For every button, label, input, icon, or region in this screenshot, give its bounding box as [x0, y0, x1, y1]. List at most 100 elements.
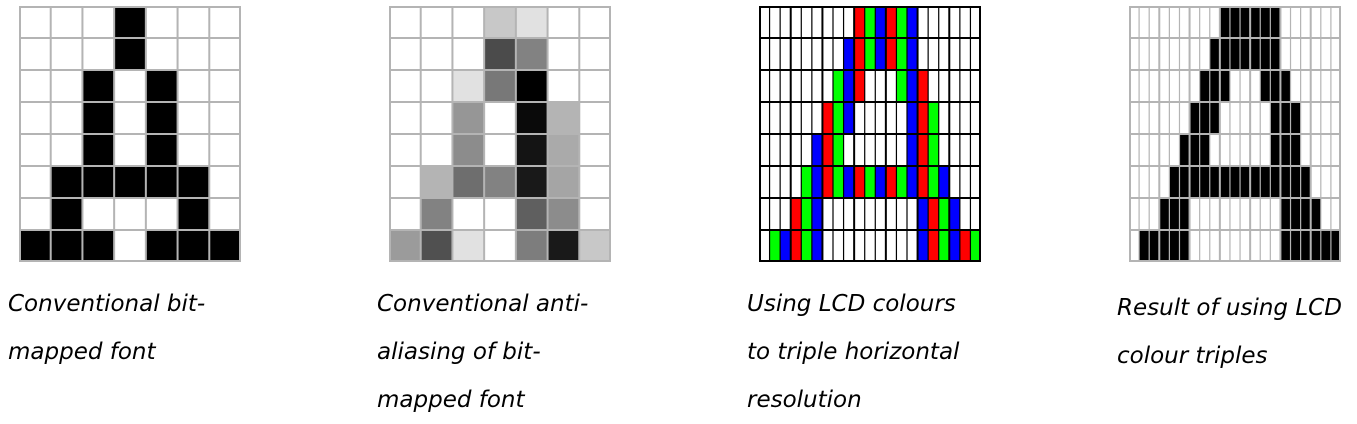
pixel-shade [452, 70, 485, 102]
pixel-on [209, 230, 241, 262]
pixel-shade [547, 102, 580, 134]
subpixel-r [885, 166, 897, 198]
subpixel-r [790, 198, 802, 230]
lcd-subpixel-grid [759, 6, 981, 262]
subpixel-b [843, 70, 855, 102]
pixel-on [177, 166, 210, 198]
subpixel-on [1300, 198, 1311, 230]
pixel-on [82, 70, 115, 102]
subpixel-on [1270, 102, 1281, 134]
pixel-on [177, 230, 210, 262]
subpixel-on [1300, 230, 1311, 262]
pixel-shade [452, 166, 485, 198]
subpixel-r [822, 134, 833, 166]
pixel-shade [579, 230, 611, 262]
subpixel-on [1169, 166, 1180, 198]
subpixel-g [896, 166, 907, 198]
subpixel-on [1209, 166, 1220, 198]
subpixel-on [1260, 166, 1271, 198]
caption-line: mapped font [377, 387, 525, 413]
caption-line: Conventional bit- [8, 291, 206, 317]
subpixel-g [938, 198, 950, 230]
subpixel-on [1209, 102, 1220, 134]
pixel-shade [389, 230, 421, 262]
caption-line: Conventional anti- [377, 291, 589, 317]
subpixel-on [1229, 166, 1241, 198]
subpixel-b [907, 70, 918, 102]
subpixel-g [896, 38, 907, 70]
subpixel-b [917, 230, 929, 262]
subpixel-r [854, 38, 865, 70]
subpixel-g [801, 166, 812, 198]
caption-line: resolution [747, 387, 862, 413]
subpixel-r [917, 166, 929, 198]
pixel-shade [515, 102, 548, 134]
subpixel-on [1260, 70, 1271, 102]
subpixel-g [928, 102, 939, 134]
subpixel-g [928, 166, 939, 198]
subpixel-on [1229, 6, 1241, 38]
subpixel-on [1330, 230, 1341, 262]
pixel-shade [452, 230, 485, 262]
subpixel-on [1280, 198, 1291, 230]
pixel-on [50, 198, 83, 230]
subpixel-on [1229, 38, 1241, 70]
subpixel-on [1199, 166, 1210, 198]
subpixel-b [811, 134, 823, 166]
subpixel-on [1240, 6, 1251, 38]
subpixel-on [1169, 230, 1180, 262]
subpixel-on [1189, 166, 1200, 198]
caption-line: colour triples [1117, 343, 1268, 369]
subpixel-on [1270, 70, 1281, 102]
pixel-shade [452, 134, 485, 166]
pixel-shade [547, 166, 580, 198]
pixel-on [114, 166, 146, 198]
subpixel-b [907, 134, 918, 166]
subpixel-on [1179, 166, 1190, 198]
subpixel-on [1270, 38, 1281, 70]
subpixel-on [1270, 6, 1281, 38]
subpixel-on [1199, 102, 1210, 134]
pixel-shade [484, 166, 516, 198]
subpixel-b [843, 102, 855, 134]
subpixel-on [1290, 198, 1301, 230]
subpixel-r [917, 102, 929, 134]
pixel-shade [515, 166, 548, 198]
pixel-on [145, 166, 178, 198]
subpixel-r [854, 166, 865, 198]
pixel-on [114, 38, 146, 70]
subpixel-b [907, 166, 918, 198]
subpixel-on [1310, 230, 1321, 262]
subpixel-on [1179, 230, 1190, 262]
subpixel-b [907, 6, 918, 38]
pixel-on [82, 166, 115, 198]
pixel-on [50, 166, 83, 198]
pixel-shade [515, 134, 548, 166]
subpixel-g [928, 134, 939, 166]
subpixel-on [1159, 230, 1170, 262]
subpixel-b [843, 38, 855, 70]
caption-line: Result of using LCD [1117, 295, 1342, 321]
subpixel-b [811, 198, 823, 230]
pixel-shade [484, 38, 516, 70]
subpixel-on [1250, 166, 1261, 198]
pixel-shade [420, 166, 453, 198]
caption-line: mapped font [8, 339, 156, 365]
subpixel-on [1270, 166, 1281, 198]
subpixel-on [1189, 102, 1200, 134]
pixel-shade [547, 198, 580, 230]
subpixel-on [1179, 134, 1190, 166]
subpixel-on [1199, 134, 1210, 166]
subpixel-b [949, 230, 960, 262]
caption-line: Using LCD colours [747, 291, 956, 317]
subpixel-on [1209, 70, 1220, 102]
result-font-grid [1129, 6, 1341, 262]
subpixel-on [1280, 230, 1291, 262]
subpixel-on [1250, 38, 1261, 70]
pixel-shade [420, 230, 453, 262]
subpixel-g [833, 134, 844, 166]
subpixel-g [801, 198, 812, 230]
subpixel-on [1270, 134, 1281, 166]
subpixel-on [1219, 70, 1230, 102]
subpixel-r [790, 230, 802, 262]
